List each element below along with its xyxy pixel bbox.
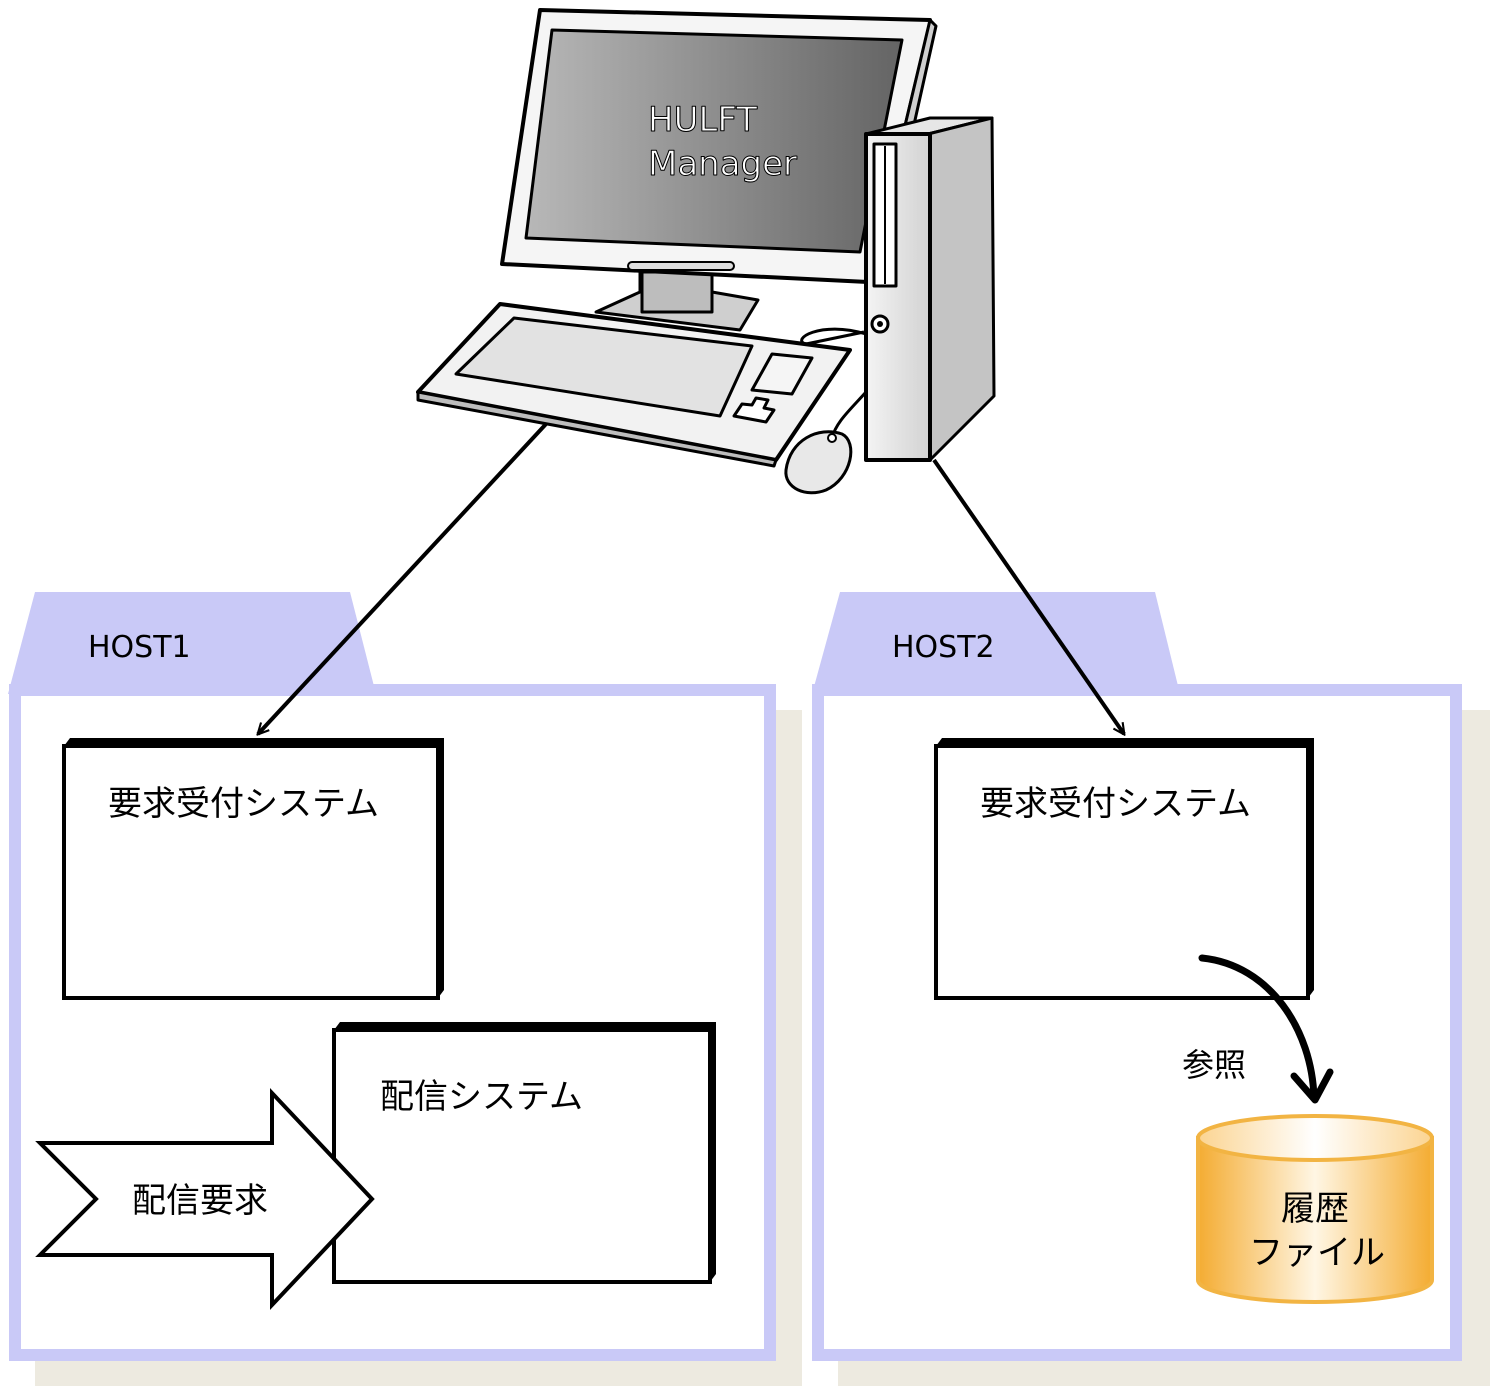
connector-to-host2 (932, 458, 1124, 734)
reference-label: 参照 (1182, 1046, 1246, 1084)
history-file-database-icon: 履歴 ファイル (1196, 1114, 1434, 1304)
reference-arrow-head (1290, 1068, 1334, 1104)
distribution-request-label: 配信要求 (132, 1181, 268, 1221)
keyboard (416, 302, 852, 468)
desktop-computer-icon: HULFT Manager (416, 8, 996, 495)
distribution-request-arrow-icon: 配信要求 (35, 1087, 375, 1311)
host1-request-system-label: 要求受付システム (108, 784, 379, 824)
host1-tab-label: HOST1 (88, 630, 191, 665)
history-file-label-line2: ファイル (1249, 1233, 1385, 1273)
host2-tab-label: HOST2 (892, 630, 995, 665)
host2-request-system-box: 要求受付システム (934, 738, 1314, 1000)
history-file-label-line1: 履歴 (1281, 1189, 1349, 1229)
host2-request-system-label: 要求受付システム (980, 784, 1251, 824)
mouse (784, 430, 853, 495)
manager-title-line2: Manager (648, 144, 797, 184)
host2-panel: HOST2 要求受付システム 参照 履歴 ファイル (812, 592, 1490, 1386)
computer-tower (864, 116, 996, 462)
host1-panel: HOST1 要求受付システム 配信システム 配信要求 (8, 592, 802, 1386)
manager-title-line1: HULFT (648, 100, 757, 140)
host1-distribution-system-box: 配信システム (332, 1022, 716, 1284)
monitor-screen (524, 28, 904, 254)
reference-arrow (1198, 954, 1318, 1102)
host1-tab (8, 592, 376, 694)
host1-distribution-system-label: 配信システム (380, 1077, 583, 1117)
connector-to-host1 (258, 422, 548, 734)
host1-request-system-box: 要求受付システム (62, 738, 444, 1000)
host2-tab (812, 592, 1180, 694)
